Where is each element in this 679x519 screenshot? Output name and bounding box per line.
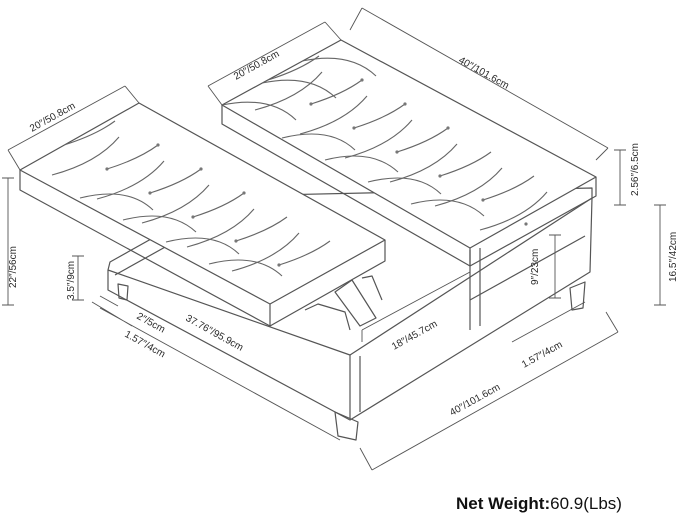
legs [117, 281, 586, 441]
label-total-height: 22″/56cm [8, 246, 19, 288]
left-cushion [19, 102, 386, 327]
label-leg-height-left: 3.5″/9cm [66, 261, 77, 300]
label-top-length: 40″/101.6cm [457, 55, 511, 92]
right-tufting [222, 55, 578, 231]
left-tufting [51, 120, 374, 290]
label-cushion-thickness: 2.56″/6.5cm [630, 143, 641, 196]
label-leg-inset-a: 2″/5cm [135, 311, 167, 336]
dimension-lines [2, 7, 666, 471]
label-base-length: 40″/101.6cm [448, 382, 502, 419]
label-leg-height-right: 9″/23cm [530, 249, 541, 285]
right-cushion [221, 39, 597, 267]
net-weight-label: Net Weight: [456, 494, 551, 513]
tuft-buttons [105, 78, 528, 267]
net-weight: Net Weight:60.9(Lbs) [456, 494, 622, 514]
net-weight-value: 60.9(Lbs) [550, 494, 622, 513]
ottoman-outline [19, 39, 597, 441]
label-lower-height: 16.5″/42cm [668, 232, 679, 282]
lift-hinge [304, 275, 383, 331]
label-top-width-left: 20″/50.8cm [28, 101, 77, 135]
